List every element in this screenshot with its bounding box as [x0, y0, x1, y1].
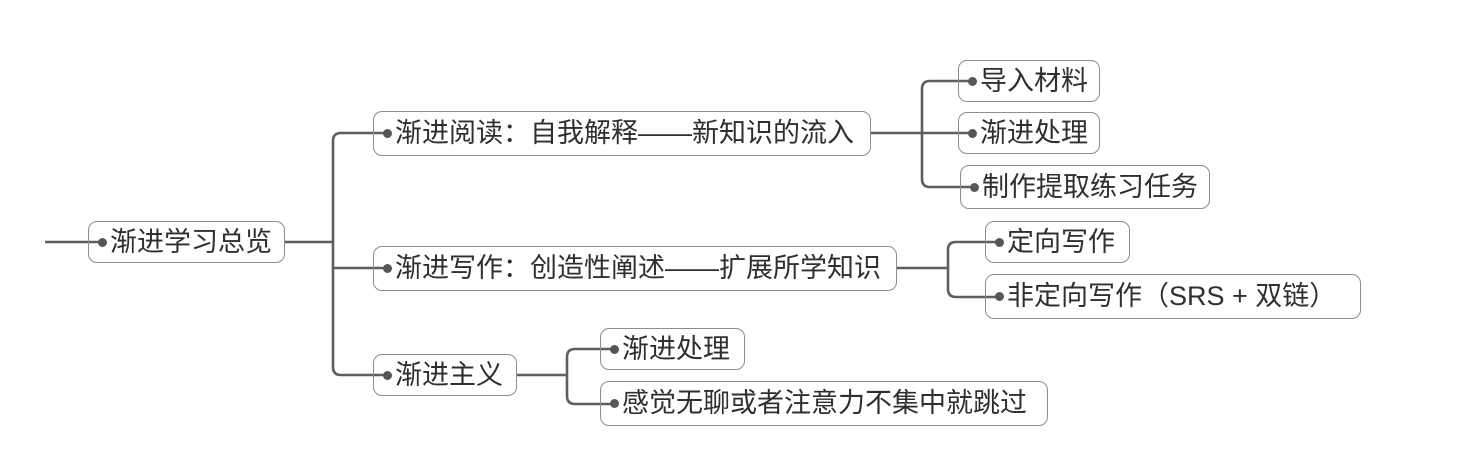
connector-incrementalism-child-up: [565, 347, 614, 375]
node-label: 渐进阅读：自我解释——新知识的流入: [395, 118, 854, 148]
node-retrieval-practice-task[interactable]: 制作提取练习任务: [960, 165, 1210, 209]
connector-spine-to-branch-incrementalism: [331, 242, 387, 377]
node-label: 非定向写作（SRS + 双链）: [1007, 281, 1337, 311]
connector-reading-child-down: [920, 133, 974, 189]
node-label: 渐进处理: [980, 117, 1088, 148]
node-bullet-icon: [970, 182, 979, 192]
node-label: 定向写作: [1007, 226, 1115, 257]
node-label: 渐进主义: [395, 359, 503, 390]
connector-incrementalism-child-down: [565, 375, 614, 406]
node-branch-incrementalism[interactable]: 渐进主义: [373, 354, 517, 396]
node-label: 渐进处理: [622, 333, 730, 364]
node-bullet-icon: [383, 370, 392, 380]
node-bullet-icon: [610, 344, 619, 354]
connector-reading-child-up: [920, 79, 972, 133]
connector-writing-child-up: [946, 240, 999, 268]
node-branch-reading[interactable]: 渐进阅读：自我解释——新知识的流入: [373, 111, 871, 156]
connector-writing-child-down: [946, 268, 999, 299]
node-label: 感觉无聊或者注意力不集中就跳过: [622, 388, 1027, 418]
node-label: 渐进学习总览: [110, 226, 272, 257]
node-root[interactable]: 渐进学习总览: [88, 221, 285, 263]
node-bullet-icon: [610, 399, 619, 408]
node-bullet-icon: [98, 237, 107, 247]
node-undirected-writing[interactable]: 非定向写作（SRS + 双链）: [985, 274, 1361, 319]
node-incremental-processing-reading[interactable]: 渐进处理: [958, 112, 1100, 154]
node-label: 渐进写作：创造性阐述——扩展所学知识: [395, 253, 881, 283]
node-label: 导入材料: [980, 65, 1088, 96]
node-branch-writing[interactable]: 渐进写作：创造性阐述——扩展所学知识: [373, 246, 897, 291]
node-bullet-icon: [383, 264, 392, 273]
node-bullet-icon: [995, 292, 1004, 301]
node-bullet-icon: [968, 76, 977, 86]
node-bullet-icon: [383, 129, 392, 138]
node-bullet-icon: [968, 128, 977, 138]
node-incremental-processing-incrementalism[interactable]: 渐进处理: [600, 328, 745, 370]
node-bullet-icon: [995, 237, 1004, 247]
node-directed-writing[interactable]: 定向写作: [985, 221, 1130, 263]
node-skip-when-bored[interactable]: 感觉无聊或者注意力不集中就跳过: [600, 381, 1048, 426]
node-label: 制作提取练习任务: [982, 171, 1198, 202]
node-import-material[interactable]: 导入材料: [958, 60, 1100, 102]
connector-spine-to-branch-reading: [331, 131, 387, 242]
